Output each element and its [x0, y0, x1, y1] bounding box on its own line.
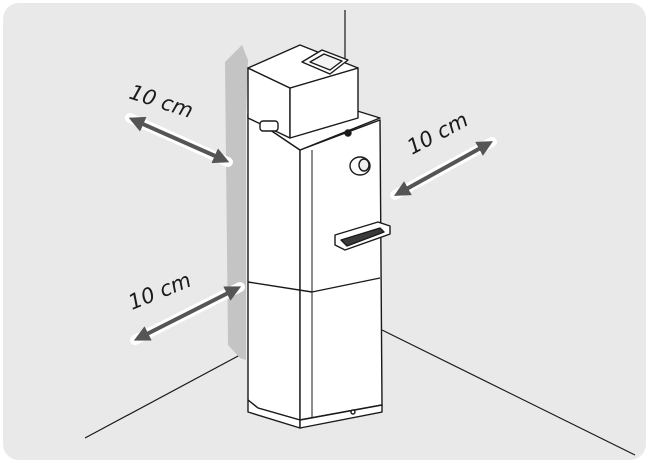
- clearance-arrow-right: [390, 137, 497, 200]
- floor-right-line: [381, 329, 636, 456]
- dispenser-rear-body: [247, 114, 301, 421]
- side-handle: [259, 120, 279, 132]
- reservoir-top: [247, 44, 359, 89]
- lid-inner: [309, 53, 343, 71]
- clearance-arrow-lower-left: [130, 282, 245, 345]
- dispense-knob-center: [358, 158, 370, 172]
- wall-shadow: [225, 45, 248, 360]
- panel-split-side: [247, 281, 313, 293]
- water-dispenser: [247, 44, 391, 429]
- clearance-arrow-upper-left: [125, 113, 233, 167]
- floor-left-line: [84, 354, 241, 439]
- drip-tray-grate: [340, 227, 385, 247]
- sensor-dot-icon: [344, 129, 352, 137]
- foot-dot-icon: [350, 409, 356, 415]
- panel-split-front: [311, 277, 381, 293]
